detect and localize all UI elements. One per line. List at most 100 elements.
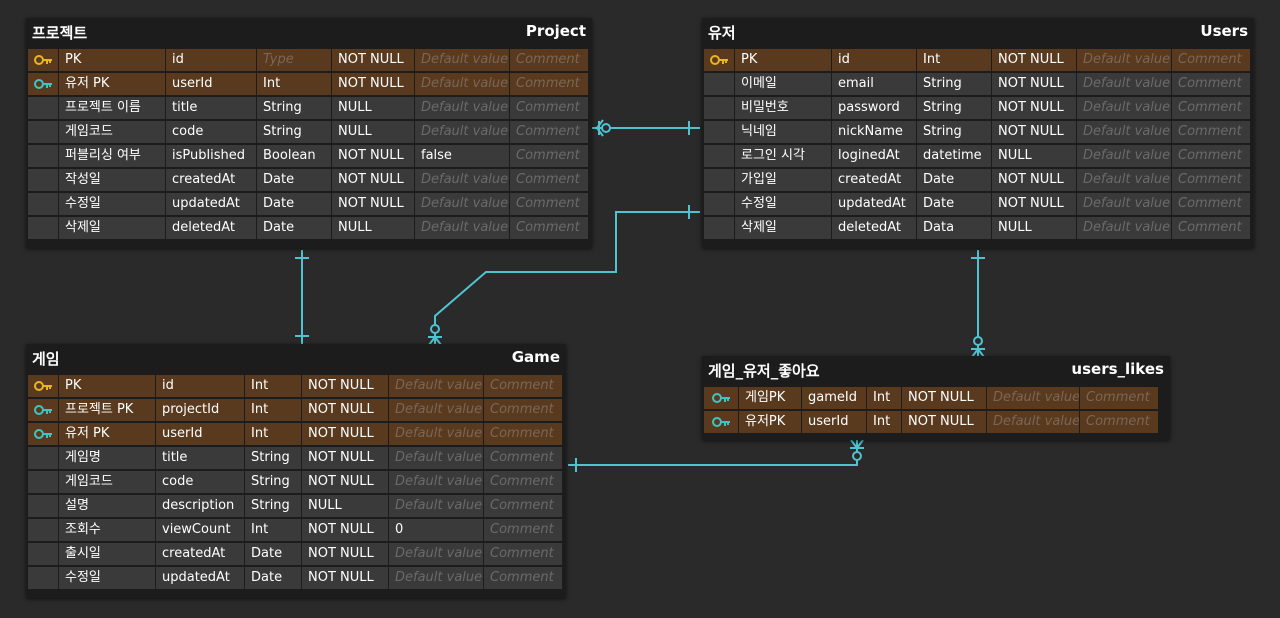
nullable-cell[interactable]: NOT NULL [332, 49, 414, 71]
default-value-cell[interactable]: Default value [389, 567, 483, 589]
comment-cell[interactable]: Comment [484, 543, 562, 565]
key-cell[interactable] [28, 543, 58, 565]
nullable-cell[interactable]: NOT NULL [332, 169, 414, 191]
default-value-cell[interactable]: Default value [1077, 145, 1171, 167]
column-name-cell[interactable]: id [156, 375, 244, 397]
type-cell[interactable]: String [257, 97, 331, 119]
logical-name-cell[interactable]: 유저PK [739, 411, 801, 433]
column-name-cell[interactable]: gameId [802, 387, 866, 409]
type-cell[interactable]: String [257, 121, 331, 143]
nullable-cell[interactable]: NOT NULL [902, 387, 986, 409]
column-name-cell[interactable]: id [832, 49, 916, 71]
column-name-cell[interactable]: code [166, 121, 256, 143]
type-cell[interactable]: Data [917, 217, 991, 239]
column-name-cell[interactable]: deletedAt [166, 217, 256, 239]
logical-name-cell[interactable]: 조회수 [59, 519, 155, 541]
column-name-cell[interactable]: code [156, 471, 244, 493]
nullable-cell[interactable]: NOT NULL [332, 193, 414, 215]
logical-name-cell[interactable]: 수정일 [59, 567, 155, 589]
column-name-cell[interactable]: updatedAt [166, 193, 256, 215]
key-cell[interactable] [704, 217, 734, 239]
type-cell[interactable]: Int [245, 399, 301, 421]
nullable-cell[interactable]: NOT NULL [992, 97, 1076, 119]
comment-cell[interactable]: Comment [510, 169, 588, 191]
key-cell[interactable] [28, 145, 58, 167]
column-name-cell[interactable]: deletedAt [832, 217, 916, 239]
column-name-cell[interactable]: title [156, 447, 244, 469]
comment-cell[interactable]: Comment [510, 217, 588, 239]
type-cell[interactable]: Date [257, 217, 331, 239]
nullable-cell[interactable]: NULL [332, 121, 414, 143]
nullable-cell[interactable]: NOT NULL [302, 567, 388, 589]
column-name-cell[interactable]: nickName [832, 121, 916, 143]
column-name-cell[interactable]: createdAt [156, 543, 244, 565]
logical-name-cell[interactable]: 유저 PK [59, 73, 165, 95]
default-value-cell[interactable]: Default value [389, 423, 483, 445]
table-header[interactable]: 유저 Users [702, 18, 1254, 48]
default-value-cell[interactable]: Default value [987, 387, 1079, 409]
comment-cell[interactable]: Comment [510, 97, 588, 119]
logical-name-cell[interactable]: PK [59, 375, 155, 397]
default-value-cell[interactable]: Default value [389, 543, 483, 565]
key-cell[interactable] [28, 217, 58, 239]
key-cell[interactable] [704, 49, 734, 71]
default-value-cell[interactable]: Default value [987, 411, 1079, 433]
column-name-cell[interactable]: id [166, 49, 256, 71]
default-value-cell[interactable]: Default value [389, 495, 483, 517]
default-value-cell[interactable]: Default value [389, 471, 483, 493]
column-name-cell[interactable]: password [832, 97, 916, 119]
comment-cell[interactable]: Comment [510, 121, 588, 143]
comment-cell[interactable]: Comment [510, 145, 588, 167]
key-cell[interactable] [704, 387, 738, 409]
logical-name-cell[interactable]: 작성일 [59, 169, 165, 191]
comment-cell[interactable]: Comment [1172, 73, 1250, 95]
comment-cell[interactable]: Comment [1172, 145, 1250, 167]
key-cell[interactable] [704, 411, 738, 433]
comment-cell[interactable]: Comment [484, 447, 562, 469]
nullable-cell[interactable]: NOT NULL [302, 399, 388, 421]
comment-cell[interactable]: Comment [1080, 387, 1158, 409]
key-cell[interactable] [28, 97, 58, 119]
nullable-cell[interactable]: NULL [992, 145, 1076, 167]
nullable-cell[interactable]: NOT NULL [992, 49, 1076, 71]
logical-name-cell[interactable]: 게임코드 [59, 121, 165, 143]
logical-name-cell[interactable]: 설명 [59, 495, 155, 517]
comment-cell[interactable]: Comment [484, 375, 562, 397]
key-cell[interactable] [704, 73, 734, 95]
comment-cell[interactable]: Comment [1172, 217, 1250, 239]
nullable-cell[interactable]: NOT NULL [302, 447, 388, 469]
default-value-cell[interactable]: Default value [389, 447, 483, 469]
nullable-cell[interactable]: NOT NULL [302, 471, 388, 493]
column-name-cell[interactable]: projectId [156, 399, 244, 421]
key-cell[interactable] [28, 399, 58, 421]
nullable-cell[interactable]: NOT NULL [992, 169, 1076, 191]
comment-cell[interactable]: Comment [484, 423, 562, 445]
logical-name-cell[interactable]: PK [735, 49, 831, 71]
key-cell[interactable] [28, 495, 58, 517]
nullable-cell[interactable]: NULL [992, 217, 1076, 239]
type-cell[interactable]: Int [917, 49, 991, 71]
nullable-cell[interactable]: NOT NULL [302, 519, 388, 541]
type-cell[interactable]: String [245, 447, 301, 469]
column-name-cell[interactable]: loginedAt [832, 145, 916, 167]
default-value-cell[interactable]: Default value [415, 97, 509, 119]
logical-name-cell[interactable]: PK [59, 49, 165, 71]
default-value-cell[interactable]: false [415, 145, 509, 167]
type-cell[interactable]: Int [867, 387, 901, 409]
default-value-cell[interactable]: Default value [1077, 193, 1171, 215]
type-cell[interactable]: Date [917, 169, 991, 191]
relation-game-likes[interactable] [568, 439, 864, 472]
type-cell[interactable]: Boolean [257, 145, 331, 167]
column-name-cell[interactable]: isPublished [166, 145, 256, 167]
logical-name-cell[interactable]: 로그인 시각 [735, 145, 831, 167]
